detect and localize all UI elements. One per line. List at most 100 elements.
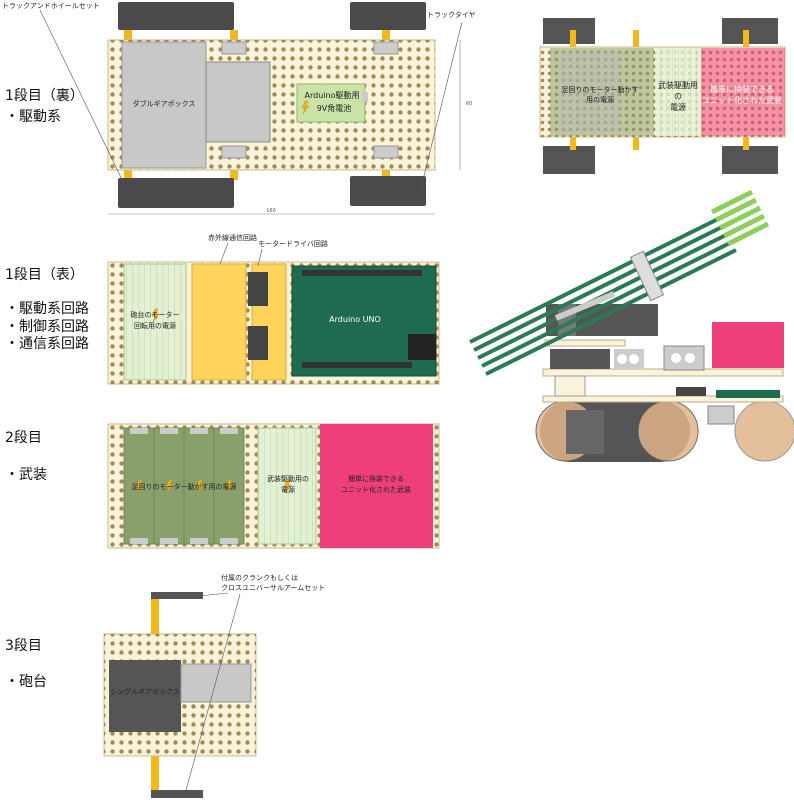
battery-terminal [362,92,368,102]
crank-arm [151,790,203,798]
overlay-weapon [701,48,785,136]
section1-back: 1段目（裏） ・駆動系 ダブルギアボックス Arduino駆動用 9V角電池 ト… [2,2,476,215]
leader-line [39,9,129,193]
arduino-label: Arduino UNO [329,315,381,324]
hole [629,354,639,364]
track-tire [350,176,426,206]
hole [671,353,681,363]
section1-back-heading: 1段目（裏） [5,87,84,104]
leader-line [219,242,229,265]
leader-line [411,14,427,17]
deck-mid [542,395,784,403]
double-gearbox [121,41,207,169]
track-tire [350,2,426,30]
arduino-side [716,390,780,398]
foot-power-cells [123,427,245,545]
gearbox-side [566,410,604,454]
section1-front-sub3: ・通信系回路 [5,336,89,352]
battery-label-1: Arduino駆動用 [305,91,360,100]
crank-arm [151,592,203,599]
section1-front-sub1: ・駆動系回路 [5,301,89,317]
single-gearbox [109,660,181,732]
label-driver: モータードライバ回路 [258,239,328,248]
barrel-bracket [629,250,665,302]
section3-heading: 3段目 [5,638,42,654]
bearing [221,145,247,159]
wheel [734,400,794,462]
weapon-label-1: 簡単に換装できる [348,474,404,483]
weapon-power-label-1: 武装駆動用の [267,474,309,483]
overlay-weapon-power-1: 武装駆動用 [658,80,698,90]
track-tire [118,2,234,30]
leader-line [419,21,463,193]
deck-top [542,368,784,377]
label-crank-1: 付属のクランクもしくは [221,573,298,582]
track-tire [543,146,595,174]
track-tire [722,18,778,44]
spacer [554,375,586,397]
driver-side [676,387,706,396]
section3-sub: ・砲台 [5,674,47,690]
header-pins [302,362,412,368]
section1-front-heading: 1段目（表） [5,267,84,283]
section1-back-sub: ・駆動系 [5,109,61,125]
single-gearbox-motor [180,663,252,703]
dc-jack [408,334,436,360]
weapon-unit-side [712,322,784,368]
bearing [221,41,247,55]
overlay-foot-power [550,48,654,136]
section2: 2段目 ・武装 足回りのモーター動かす用の電源 武装駆動用の 電源 簡単に [5,423,440,549]
overlay-weapon-power [655,48,701,136]
track-tire [722,146,778,174]
header-pins [302,270,422,276]
label-track-tire: トラックタイヤ [427,10,476,19]
battery-label-2: 9V角電池 [317,103,352,113]
double-gearbox-label: ダブルギアボックス [133,99,196,108]
dimension-height: 60 [466,101,472,107]
label-ir: 赤外線通信回路 [208,233,257,242]
leader-line [257,248,263,267]
track-tire [118,178,234,208]
battery-9v [296,83,366,123]
dimension-width: 160 [266,208,276,214]
caster [707,405,735,425]
section1-front-sub2: ・制御系回路 [5,319,89,335]
overlay-view: 足回りのモーター動かす 用の電源 武装駆動用 の 電源 簡単に換装できる ユニッ… [539,18,786,174]
barrel-tips [710,189,770,247]
turret-power-battery [123,263,187,381]
ir-module [663,345,705,371]
overlay-foot-text-2: 用の電源 [586,95,614,104]
overlay-gearbox [560,52,620,132]
track-tire [543,18,595,44]
foot-power-label: 足回りのモーター動かす用の電源 [132,482,237,491]
overlay-weapon-1: 簡単に換装できる [710,84,774,94]
hole [685,353,695,363]
section3: 3段目 ・砲台 シングルギアボックス 付属のクランクもしくは クロスユニバーサル… [5,573,325,798]
hole [617,354,627,364]
turret-base [550,349,610,369]
turret-power-label-1: 砲台のモーター [131,310,180,319]
turret-power-label-2: 回転用の電源 [134,321,176,330]
weapon-power-label-2: 電源 [281,485,295,494]
bearing [373,145,399,159]
section1-front: 1段目（表） ・駆動系回路 ・制御系回路 ・通信系回路 砲台のモーター 回転用の… [5,233,440,385]
barrel-clip [554,291,616,321]
overlay-weapon-power-3: 電源 [670,103,686,112]
overlay-weapon-2: ユニット化された武装 [702,95,782,105]
weapon-label-2: ユニット化された武装 [341,485,411,494]
weapon-unit [320,424,433,548]
section2-sub: ・武装 [5,467,47,483]
gearbox-motor [205,61,271,143]
ir-circuit [191,263,247,381]
label-track-wheel-set: トラックアンドホイールセット [2,2,100,10]
label-crank-2: クロスユニバーサルアームセット [221,584,325,592]
overlay-weapon-power-2: の [674,92,682,101]
single-gearbox-label: シングルギアボックス [110,687,180,696]
driver-chip [248,326,268,360]
wheel [637,400,699,462]
leader-line [185,593,241,791]
section2-heading: 2段目 [5,430,42,446]
overlay-foot-text-1: 足回りのモーター動かす [562,85,639,94]
driver-chip [248,272,268,306]
bearing [373,41,399,55]
